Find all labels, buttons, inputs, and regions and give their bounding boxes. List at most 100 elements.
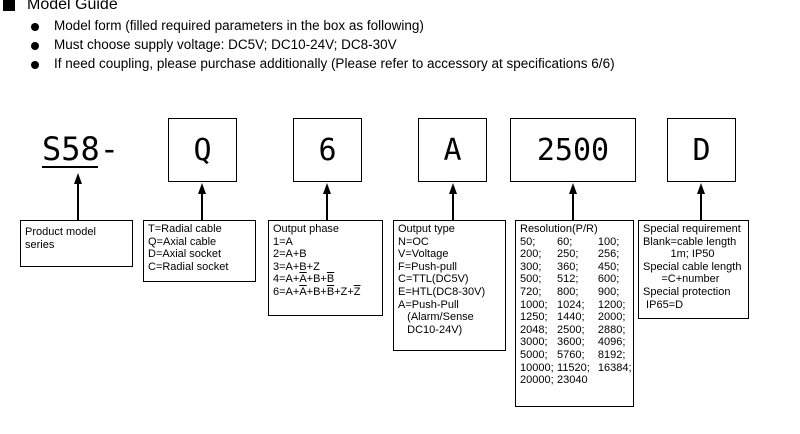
connector-line: [326, 193, 328, 220]
page-title: Model Guide: [27, 0, 118, 13]
code-box-phase: 6: [293, 118, 362, 182]
desc-line: A=Push-Pull: [398, 298, 459, 311]
resolution-value: 3600;: [557, 336, 585, 349]
desc-line: E=HTL(DC8-30V): [398, 285, 486, 298]
desc-line: Special protection: [643, 285, 731, 298]
desc-special: Special requirement Blank=cable length 1…: [638, 220, 749, 319]
arrow-up-icon: [198, 183, 206, 194]
resolution-value: 3000;: [520, 336, 548, 349]
resolution-row: 1250; 1440; 2000;: [520, 311, 633, 324]
resolution-value: 2000;: [597, 311, 626, 324]
phase-part: +Z+: [334, 285, 354, 298]
resolution-value: 60;: [557, 235, 573, 248]
resolution-value: 11520;: [557, 361, 590, 374]
resolution-value: 360;: [557, 260, 579, 273]
model-prefix: S58-: [42, 130, 120, 168]
phase-part: +B+: [306, 285, 327, 298]
resolution-value: 50;: [520, 235, 536, 248]
resolution-value: 10000;: [520, 361, 554, 374]
resolution-value: 900;: [597, 285, 620, 298]
desc-line: Output type: [398, 223, 455, 235]
resolution-row: 1000; 1024; 1200;: [520, 299, 633, 312]
desc-line: Resolution(P/R): [520, 223, 598, 235]
connector-line: [201, 193, 203, 220]
arrow-up-icon: [323, 183, 331, 194]
desc-line: C=Radial socket: [148, 260, 229, 273]
connector-line: [77, 183, 79, 220]
resolution-value: 1250;: [520, 311, 548, 324]
code-box-special: D: [667, 118, 736, 182]
arrow-up-icon: [74, 173, 82, 184]
resolution-value: 2880;: [597, 323, 626, 336]
resolution-value: 1200;: [597, 298, 626, 311]
resolution-value: 720;: [520, 285, 542, 298]
desc-line: V=Voltage: [398, 248, 449, 261]
arrow-up-icon: [449, 183, 457, 194]
desc-line-phase-4: 4=A+A+B+B: [273, 273, 382, 286]
desc-line: F=Push-pull: [398, 260, 458, 273]
resolution-value: 1440;: [557, 311, 585, 324]
resolution-value: 1024;: [557, 298, 585, 311]
desc-line: 1m; IP50: [643, 248, 715, 261]
bullet-icon: [31, 61, 39, 69]
bullet-icon: [31, 23, 39, 31]
desc-line: 1=A: [273, 235, 293, 248]
phase-part: 4=A+: [273, 273, 300, 286]
desc-line: Output phase: [273, 223, 340, 235]
resolution-value: 2500;: [557, 323, 585, 336]
resolution-row: 720;800;900;: [520, 286, 633, 299]
desc-line: T=Radial cable: [148, 223, 222, 235]
desc-line: D=Axial socket: [148, 248, 222, 261]
phase-part-overline: B: [326, 273, 335, 286]
resolution-grid: 50;60;100;200;250;256;300;360;450;500;51…: [520, 236, 633, 387]
resolution-row: 10000;11520;16384;: [520, 362, 633, 375]
desc-line: C=TTL(DC5V): [398, 273, 469, 286]
resolution-row: 5000;5760;8192;: [520, 349, 633, 362]
desc-line: Blank=cable length: [643, 235, 737, 248]
code-box-resolution: 2500: [510, 118, 636, 182]
resolution-value: 200;: [520, 248, 542, 261]
desc-output-phase: Output phase 1=A 2=A+B 3=A+B+Z 4=A+A+B+B…: [268, 220, 383, 316]
resolution-value: 2048;: [520, 323, 548, 336]
desc-line: (Alarm/Sense: [398, 311, 474, 324]
resolution-value: 5760;: [557, 348, 585, 361]
resolution-value: 600;: [597, 273, 620, 286]
connector-line: [452, 193, 454, 220]
desc-line: Special cable length: [643, 260, 742, 273]
desc-line: 3=A+B+Z: [273, 260, 320, 273]
resolution-row: 300;360;450;: [520, 261, 633, 274]
phase-part: +B+: [306, 273, 327, 286]
resolution-value: 4096;: [597, 336, 626, 349]
resolution-row: 200; 250; 256;: [520, 248, 633, 261]
resolution-row: 20000;23040: [520, 374, 633, 387]
resolution-value: 256;: [597, 248, 620, 261]
resolution-value: 23040: [557, 374, 588, 387]
resolution-row: 2048; 2500; 2880;: [520, 324, 633, 337]
resolution-value: 1000;: [520, 298, 548, 311]
resolution-value: 8192;: [597, 348, 626, 361]
connector-line: [572, 193, 574, 220]
phase-part-overline: A: [299, 273, 307, 286]
title-square-icon: [3, 0, 15, 11]
desc-line: =C+number: [643, 273, 720, 286]
desc-resolution: Resolution(P/R) 50; 60; 100; 200; 250; 256; 30…: [515, 220, 634, 407]
arrow-up-icon: [697, 183, 705, 194]
desc-line: series: [25, 238, 55, 251]
code-box-output: A: [418, 118, 487, 182]
resolution-value: 450;: [597, 260, 620, 273]
desc-output-type: Output type N=OC V=Voltage F=Push-pull C…: [393, 220, 506, 351]
bullet-text: Must choose supply voltage: DC5V; DC10-2…: [54, 37, 397, 52]
bullet-text: Model form (filled required parameters i…: [54, 18, 424, 33]
desc-line: 2=A+B: [273, 248, 307, 261]
resolution-value: [598, 374, 633, 387]
resolution-value: 100;: [597, 235, 620, 248]
desc-cable-type: T=Radial cable Q=Axial cable D=Axial soc…: [143, 220, 256, 282]
phase-part-overline: Z: [353, 285, 361, 298]
desc-line: Q=Axial cable: [148, 235, 217, 248]
resolution-value: 500;: [520, 273, 542, 286]
resolution-row: 3000; 3600; 4096;: [520, 336, 633, 349]
phase-part: 6=A+: [273, 285, 300, 298]
bullet-text: If need coupling, please purchase additi…: [54, 56, 615, 71]
desc-line-phase-6: 6=A+A+B+B+Z+Z: [273, 286, 382, 299]
resolution-value: 250;: [557, 248, 579, 261]
